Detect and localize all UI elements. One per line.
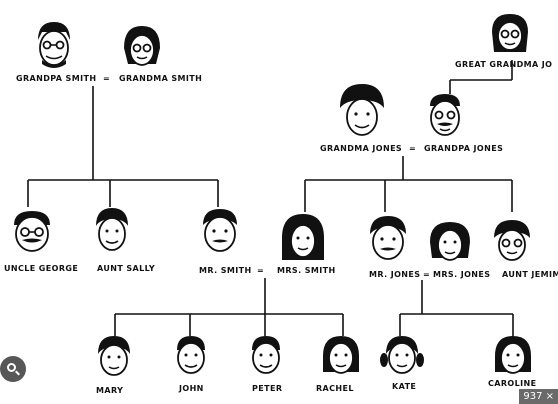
- mary-label: MARY: [96, 386, 123, 395]
- aunt-jemima-portrait: [494, 220, 530, 261]
- grandpa-jones-label: GRANDPA JONES: [424, 144, 503, 153]
- mrs-smith-label: MRS. SMITH: [277, 266, 336, 275]
- john-portrait: [177, 336, 205, 374]
- rachel-portrait: [323, 336, 359, 374]
- kate-portrait: [380, 336, 424, 374]
- marriage-symbol: =: [103, 74, 110, 83]
- grandma-jones-portrait: [340, 84, 384, 136]
- aunt-sally-portrait: [96, 208, 128, 251]
- uncle-george-portrait: [14, 211, 50, 252]
- mr-smith-label: MR. SMITH: [199, 266, 252, 275]
- lens-search-icon[interactable]: [0, 356, 26, 382]
- image-size-badge: 937 ×: [519, 389, 558, 404]
- connector-lines: [27, 60, 514, 336]
- mrs-jones-portrait: [430, 222, 470, 261]
- mrs-jones-label: MRS. JONES: [433, 270, 490, 279]
- kate-label: KATE: [392, 382, 416, 391]
- marriage-symbol: =: [409, 144, 416, 153]
- rachel-label: RACHEL: [316, 384, 354, 393]
- great-grandma-jones-label: GREAT GRANDMA JO: [455, 60, 552, 69]
- mary-portrait: [98, 336, 130, 376]
- grandpa-jones-portrait: [430, 94, 460, 136]
- marriage-symbol: =: [257, 266, 264, 275]
- caroline-label: CAROLINE: [488, 379, 536, 388]
- grandpa-smith-label: GRANDPA SMITH: [16, 74, 96, 83]
- mr-smith-portrait: [203, 209, 237, 252]
- mr-jones-label: MR. JONES: [369, 270, 420, 279]
- uncle-george-label: UNCLE GEORGE: [4, 264, 78, 273]
- aunt-jemima-label: AUNT JEMIM: [502, 270, 558, 279]
- aunt-sally-label: AUNT SALLY: [97, 264, 155, 273]
- mrs-smith-portrait: [282, 214, 324, 260]
- great-grandma-jones-portrait: [492, 14, 528, 52]
- john-label: JOHN: [178, 384, 204, 393]
- grandma-smith-label: GRANDMA SMITH: [119, 74, 202, 83]
- grandma-jones-label: GRANDMA JONES: [320, 144, 402, 153]
- caroline-portrait: [495, 336, 531, 374]
- grandma-smith-portrait: [124, 26, 160, 66]
- marriage-symbol: =: [423, 270, 430, 279]
- mr-jones-portrait: [370, 216, 406, 260]
- peter-portrait: [252, 336, 280, 374]
- grandpa-smith-portrait: [38, 22, 70, 68]
- peter-label: PETER: [252, 384, 282, 393]
